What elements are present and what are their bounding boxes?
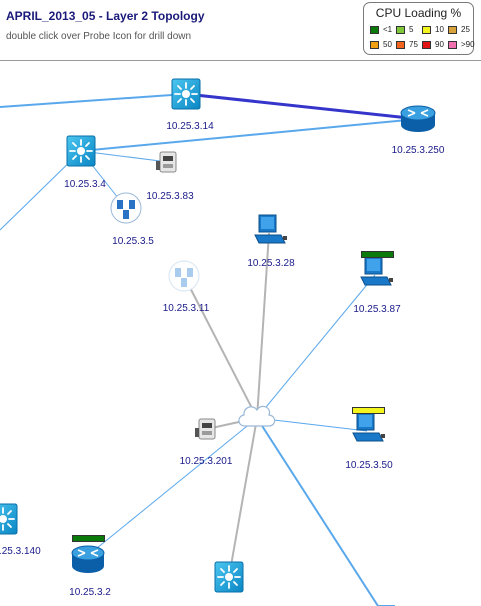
- legend-label: 50: [383, 40, 392, 49]
- cloud-hub-icon[interactable]: [238, 405, 276, 427]
- legend-label: 10: [435, 25, 444, 34]
- legend-label: 25: [461, 25, 470, 34]
- node-label[interactable]: 10.25.3.5: [112, 236, 154, 247]
- switch-icon[interactable]: [171, 78, 201, 110]
- page-subtitle: double click over Probe Icon for drill d…: [6, 31, 192, 42]
- printer-icon[interactable]: [156, 151, 177, 173]
- node-label[interactable]: 10.25.3.11: [162, 303, 210, 314]
- link: [185, 92, 419, 121]
- link: [85, 417, 258, 558]
- cpu-legend: CPU Loading % <1 5 10 25 50 75 90 >90: [363, 2, 475, 55]
- legend-label: <1: [383, 25, 393, 34]
- node-label[interactable]: 10.25.3.87: [353, 304, 401, 315]
- node-label[interactable]: 10.25.3.50: [345, 460, 393, 471]
- topology-canvas: [0, 78, 436, 606]
- link: [183, 275, 258, 419]
- node-label[interactable]: 0.25.3.140: [0, 546, 41, 557]
- legend-label: 5: [409, 25, 414, 34]
- legend-swatch: [370, 41, 379, 49]
- legend-label: 90: [435, 40, 444, 49]
- link: [0, 93, 187, 108]
- router-icon[interactable]: [71, 545, 105, 573]
- link: [256, 417, 379, 606]
- legend-swatch: [422, 26, 431, 34]
- workstation-icon[interactable]: [254, 214, 287, 244]
- legend-label: 75: [409, 40, 418, 49]
- router-icon[interactable]: [400, 105, 436, 132]
- legend-swatch: [370, 26, 379, 34]
- switch-icon[interactable]: [214, 561, 244, 593]
- node-label[interactable]: 10.25.3.4: [64, 179, 106, 190]
- link: [228, 417, 258, 578]
- workstation-icon[interactable]: [360, 256, 393, 286]
- legend-swatch: [422, 41, 431, 49]
- cpu-bar: [72, 535, 105, 542]
- switch-icon[interactable]: [66, 135, 96, 167]
- switch-icon[interactable]: [0, 503, 18, 535]
- header-divider: [0, 60, 481, 61]
- link: [256, 232, 270, 419]
- node-label[interactable]: 10.25.3.28: [247, 258, 295, 269]
- node-label[interactable]: 10.25.3.14: [166, 121, 214, 132]
- legend-label: >90: [461, 40, 475, 49]
- workgroup-icon[interactable]: [168, 260, 200, 292]
- node-label[interactable]: 10.25.3.83: [146, 191, 194, 202]
- cpu-bar: [352, 407, 385, 414]
- printer-icon[interactable]: [195, 418, 216, 440]
- node-label[interactable]: 10.25.3.250: [391, 145, 445, 156]
- legend-swatch: [448, 26, 457, 34]
- workstation-icon[interactable]: [352, 412, 385, 442]
- node-label[interactable]: 10.25.3.2: [69, 587, 111, 598]
- workgroup-icon[interactable]: [110, 192, 142, 224]
- legend-swatch: [396, 26, 405, 34]
- node-label[interactable]: 10.25.3.201: [179, 456, 233, 467]
- link: [256, 417, 368, 432]
- page-title: APRIL_2013_05 - Layer 2 Topology: [6, 9, 205, 23]
- cpu-bar: [361, 251, 394, 258]
- link: [256, 274, 376, 419]
- legend-swatch: [396, 41, 405, 49]
- links: [0, 92, 419, 606]
- legend-title: CPU Loading %: [375, 6, 462, 20]
- link: [80, 118, 419, 152]
- legend-swatch: [448, 41, 457, 49]
